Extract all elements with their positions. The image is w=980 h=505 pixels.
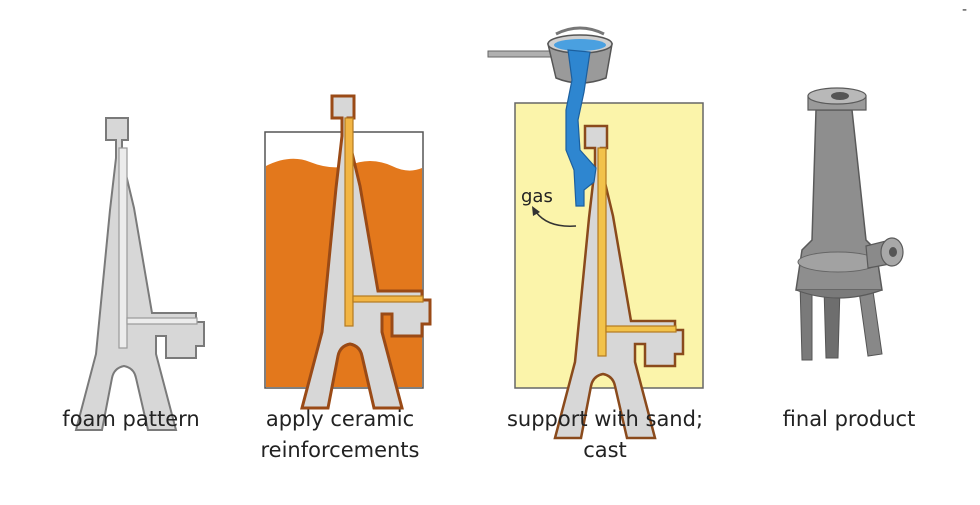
caption-apply-ceramic: apply ceramic reinforcements (260, 407, 420, 462)
caption-foam-pattern: foam pattern (62, 407, 200, 431)
gas-label: gas (521, 186, 553, 207)
step4-final-product-figure (795, 87, 904, 361)
caption-final-product: final product (782, 407, 916, 431)
side-channel (605, 325, 677, 333)
step2-ceramic-coating-figure (264, 94, 432, 410)
gas-arrow (535, 211, 577, 227)
pouring-ladle (487, 26, 613, 84)
step1-foam-pattern-figure (75, 117, 205, 431)
sprue-channel (344, 117, 354, 327)
sprue-channel (597, 147, 607, 357)
molten-metal-stream (565, 49, 597, 207)
corner-mark: - (962, 2, 968, 18)
sprue-channel (118, 147, 128, 349)
side-channel (352, 295, 424, 303)
gas-arrowhead-icon (532, 206, 540, 216)
caption-support-with-sand: support with sand; cast (506, 407, 704, 462)
side-channel (126, 317, 198, 325)
step3-sand-casting-figure (487, 26, 704, 440)
